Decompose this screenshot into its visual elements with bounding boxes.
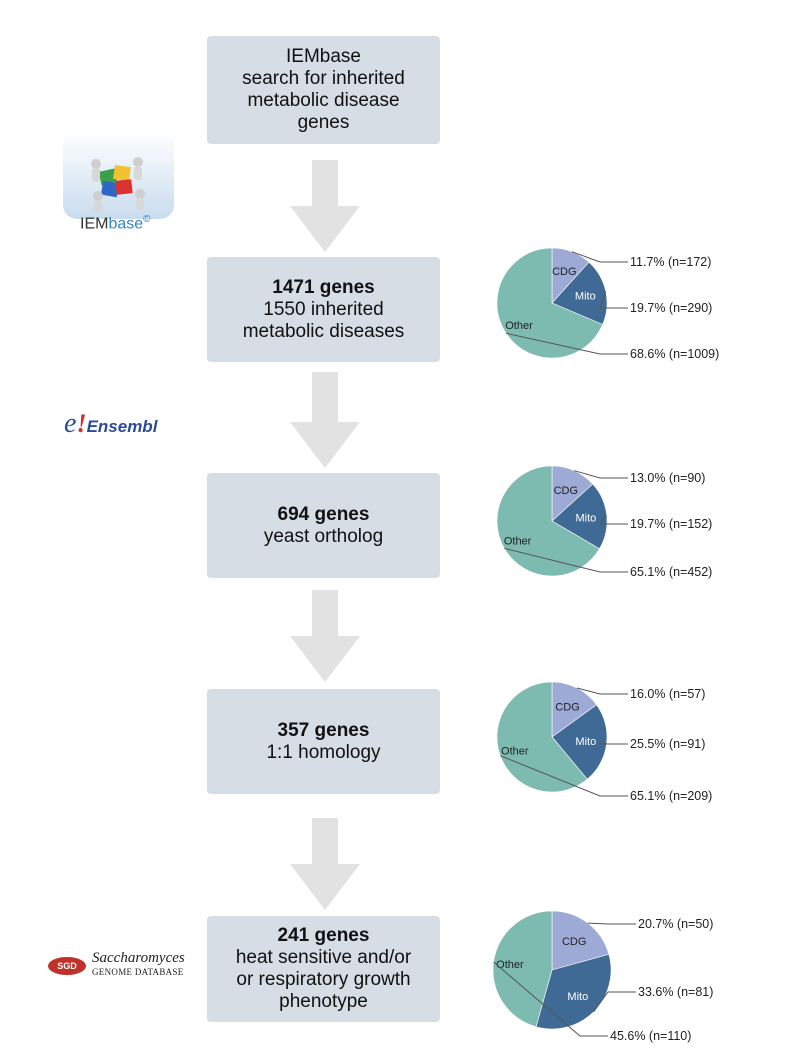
step-line: 1550 inherited: [263, 298, 384, 320]
pie-percent-label-cdg: 13.0% (n=90): [630, 471, 705, 485]
pie-slice-other: [496, 465, 600, 577]
step-line: or respiratory growth: [236, 969, 411, 990]
pie-slice-other: [492, 910, 553, 1028]
pie-slice-mito: [551, 261, 608, 325]
pie-leader-line: [599, 291, 628, 309]
sgd-logo: SGD Saccharomyces GENOME DATABASE: [48, 950, 198, 980]
pie-slice-name-mito: Mito: [576, 513, 597, 525]
pie-slice-name-cdg: CDG: [554, 485, 578, 497]
pie-leader-line: [571, 251, 628, 263]
pie-leader-line: [504, 547, 628, 573]
sgd-badge: SGD: [48, 957, 86, 975]
pie-percent-label-other: 45.6% (n=110): [610, 1029, 691, 1043]
step-box-241-genes: 241 genes heat sensitive and/or or respi…: [207, 916, 440, 1022]
pie-leader-line: [500, 755, 628, 797]
pie-slice-cdg: [551, 681, 597, 738]
step-line: search for inherited: [242, 68, 405, 89]
step-box-1471-genes: 1471 genes 1550 inherited metabolic dise…: [207, 257, 440, 362]
pie-slice-name-mito: Mito: [567, 991, 588, 1003]
pie-leader-line: [505, 332, 628, 355]
step-line: metabolic disease: [247, 90, 400, 111]
pie-slice-name-other: Other: [496, 959, 524, 971]
pie-leader-line: [587, 922, 636, 925]
down-arrow-icon: [290, 372, 360, 468]
step-count: 694 genes: [277, 503, 370, 525]
step-box-357-genes: 357 genes 1:1 homology: [207, 689, 440, 794]
pie-slice-mito: [551, 483, 608, 550]
step-line: heat sensitive and/or: [235, 947, 412, 968]
down-arrow-icon: [290, 590, 360, 682]
puzzle-people-icon: [63, 131, 174, 219]
pie-percent-label-mito: 25.5% (n=91): [630, 737, 705, 751]
pie-leader-line: [593, 991, 636, 1013]
iembase-wordmark-suffix: base: [108, 215, 144, 233]
step-line: yeast ortholog: [263, 525, 384, 547]
pie-leader-line: [598, 515, 628, 525]
ensembl-name: Ensembl: [86, 417, 158, 436]
pie-slice-name-other: Other: [504, 536, 532, 548]
pie-percent-label-cdg: 20.7% (n=50): [638, 917, 713, 931]
ensembl-bang-mark: !: [76, 409, 87, 438]
step-count: 357 genes: [277, 719, 370, 741]
pie-leader-line: [493, 961, 608, 1037]
step-line: phenotype: [279, 991, 368, 1012]
iembase-wordmark-prefix: IEM: [80, 215, 109, 233]
pie-percent-label-other: 68.6% (n=1009): [630, 347, 719, 361]
step-line: metabolic diseases: [242, 320, 405, 342]
pie-percent-label-mito: 19.7% (n=152): [630, 517, 712, 531]
pie-slice-name-other: Other: [501, 746, 529, 758]
pie-slice-name-other: Other: [505, 320, 533, 332]
ensembl-e-mark: e: [64, 408, 77, 439]
pie-percent-label-other: 65.1% (n=209): [630, 789, 712, 803]
pie-slice-name-cdg: CDG: [562, 936, 586, 948]
pie-leader-line: [576, 687, 628, 695]
pie-percent-label-other: 65.1% (n=452): [630, 565, 712, 579]
step-line: 1:1 homology: [266, 741, 381, 763]
pie-slice-name-cdg: CDG: [552, 266, 576, 278]
pie-percent-label-mito: 33.6% (n=81): [638, 985, 713, 999]
down-arrow-icon: [290, 818, 360, 910]
copyright-mark: ©: [143, 214, 151, 225]
step-count: 241 genes: [277, 925, 370, 946]
iembase-logo: IEMbase©: [62, 130, 177, 238]
pie-slice-mito: [535, 953, 612, 1030]
pie-slice-name-cdg: CDG: [555, 702, 579, 714]
pie-percent-label-cdg: 16.0% (n=57): [630, 687, 705, 701]
ensembl-logo: e!Ensembl: [64, 408, 157, 440]
sgd-subtitle: GENOME DATABASE: [92, 967, 184, 977]
pie-leader-line: [574, 470, 628, 479]
step-line: genes: [297, 112, 350, 133]
iembase-wordmark: IEMbase©: [80, 214, 151, 233]
step-count: 1471 genes: [272, 276, 375, 298]
step-line: IEMbase: [286, 46, 361, 67]
down-arrow-icon: [290, 160, 360, 252]
pie-chart-241-genes: CDG Mito Other 20.7% (n=50) 33.6% (n=81) 45.6…: [492, 910, 713, 1043]
step-box-iembase-search: IEMbase search for inherited metabolic d…: [207, 36, 440, 144]
pie-slice-cdg: [551, 910, 610, 971]
pie-slice-name-mito: Mito: [575, 291, 596, 303]
sgd-title: Saccharomyces: [92, 950, 185, 966]
sgd-badge-text: SGD: [57, 961, 77, 971]
pie-percent-label-mito: 19.7% (n=290): [630, 301, 712, 315]
pie-slice-name-mito: Mito: [575, 736, 596, 748]
step-box-694-genes: 694 genes yeast ortholog: [207, 473, 440, 578]
pie-percent-label-cdg: 11.7% (n=172): [630, 255, 711, 269]
